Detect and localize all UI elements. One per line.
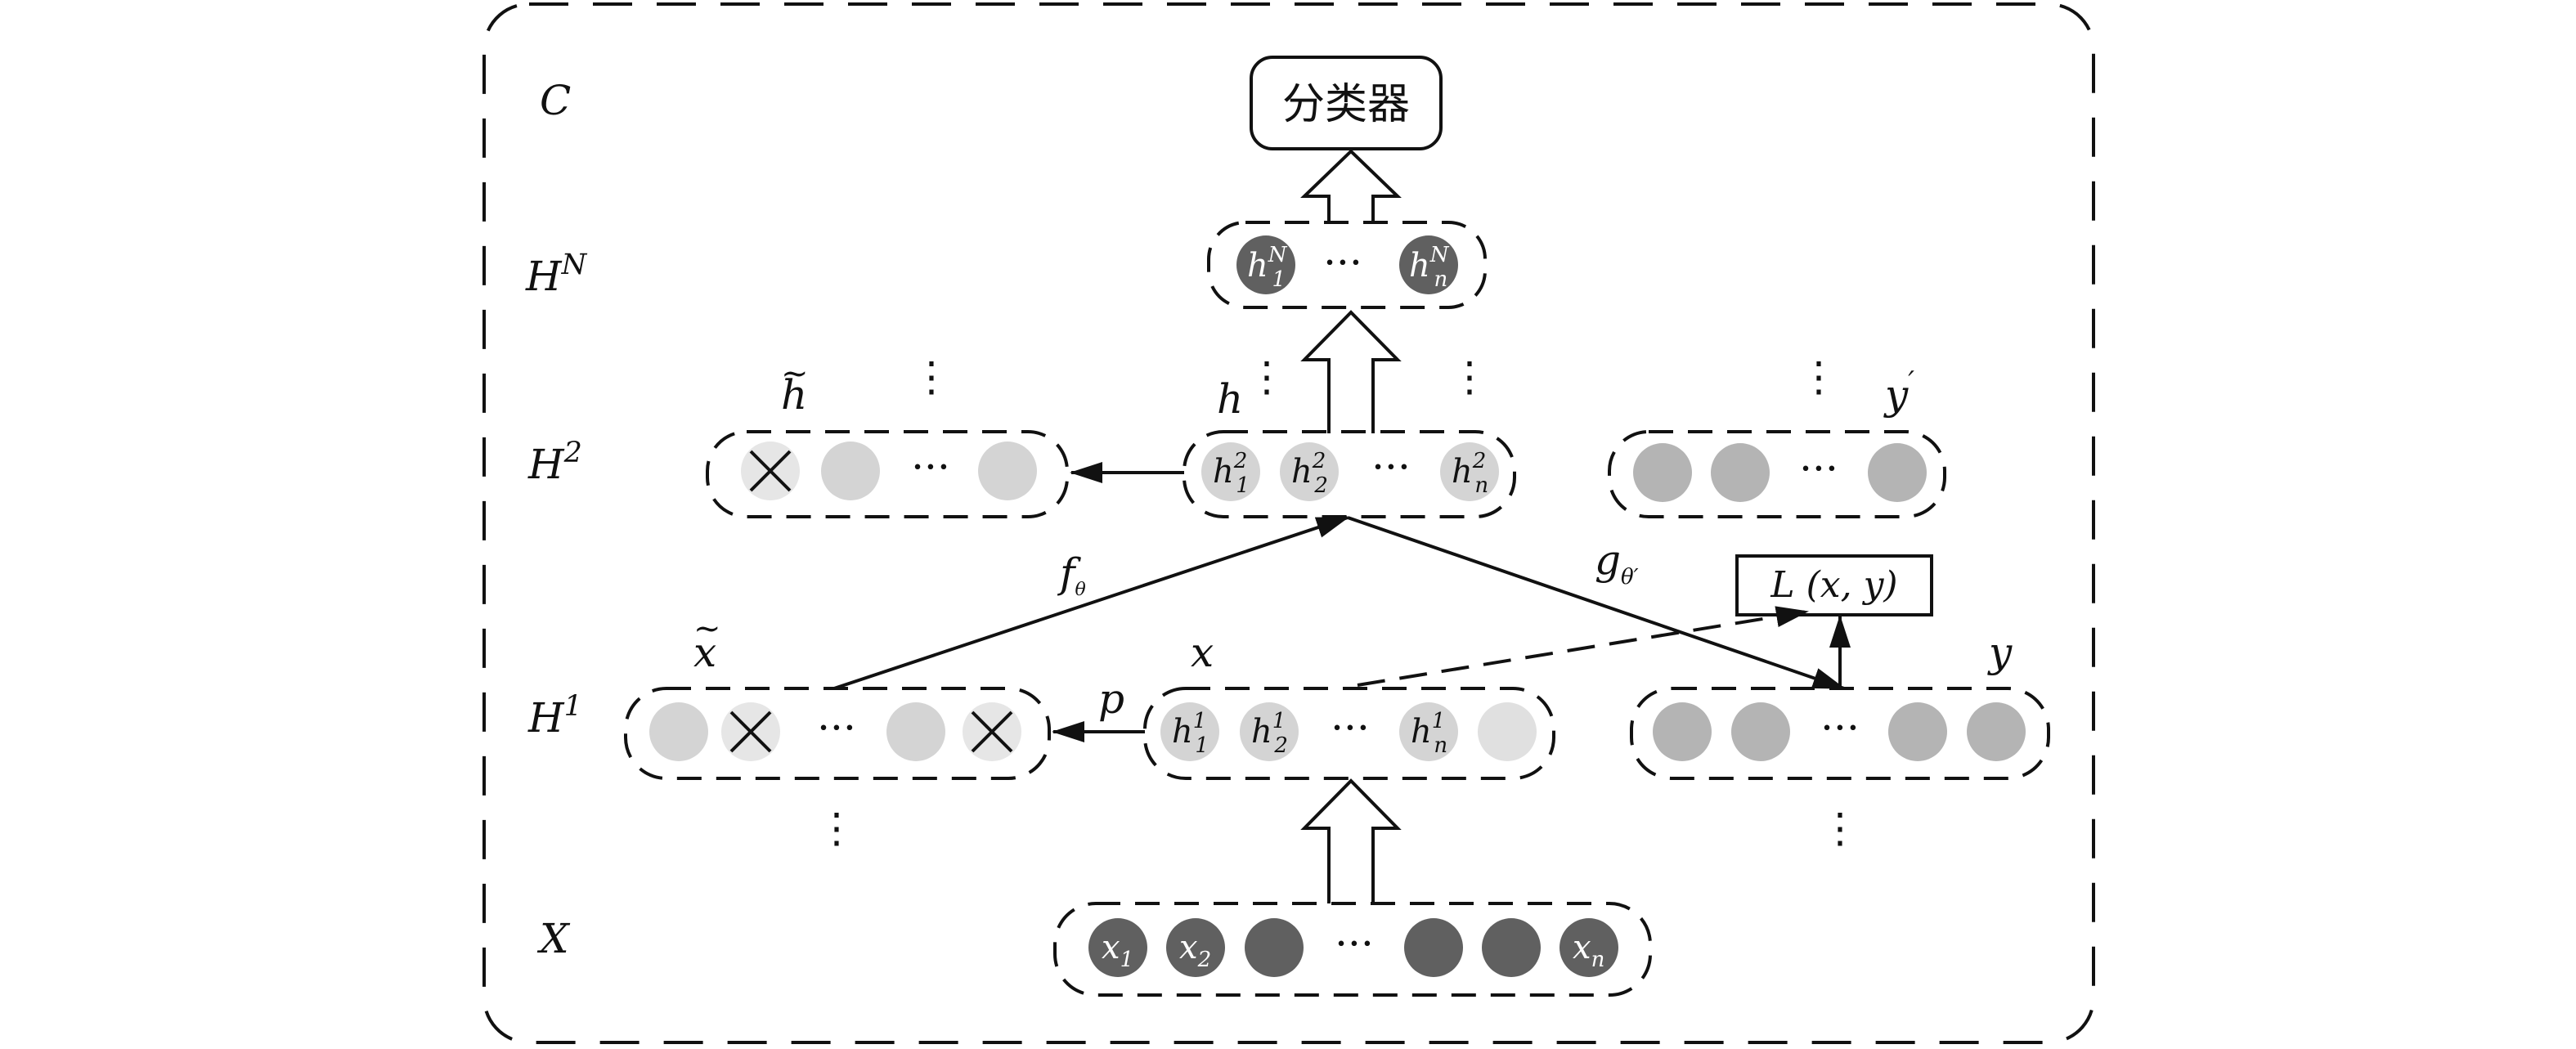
cross-icon-b [729, 711, 772, 753]
y-prime-node-1 [1633, 443, 1692, 502]
hollow-arrow-hn-to-classifier [1300, 149, 1402, 222]
y-node-n [1967, 702, 2026, 761]
loss-label: L (x, y) [1770, 564, 1897, 606]
hn-vector-box [1207, 221, 1487, 309]
x-node-2-label: x2 [1179, 929, 1211, 972]
vdots-h-right: ⋮ [1449, 353, 1490, 401]
h-tilde-vector-box [706, 430, 1069, 518]
arrow-f-theta [833, 516, 1349, 690]
h-tilde-node-n [978, 442, 1037, 500]
x-node-n-label: xn [1573, 929, 1604, 972]
layer-label-h2: H2 [527, 437, 582, 488]
y-prime-node-n [1868, 443, 1927, 502]
y-vector-box [1630, 687, 2050, 780]
cross-icon-b [971, 711, 1013, 753]
x-node-3 [1245, 918, 1304, 977]
y-prime-node-2 [1711, 443, 1770, 502]
arrow-g-theta-prime [1347, 516, 1846, 690]
x-node-1 [1088, 918, 1147, 977]
hollow-arrow-x-to-h1 [1300, 778, 1402, 903]
hn-node-n [1399, 235, 1458, 294]
hn-node-1 [1236, 235, 1295, 294]
label-h: h [1217, 375, 1243, 423]
y-prime-ellipsis: ··· [1799, 445, 1838, 492]
x-tilde-node-3 [886, 702, 945, 761]
h1-node-2 [1240, 702, 1299, 761]
x-node-2 [1166, 918, 1225, 977]
x-input-box [1053, 902, 1652, 997]
classifier-label: 分类器 [1282, 80, 1410, 129]
x-node-n [1560, 918, 1618, 977]
label-p: p [1098, 675, 1124, 723]
label-x: x [1191, 629, 1214, 676]
label-y: y [1987, 629, 2013, 676]
h2-node-2 [1280, 442, 1339, 501]
layer-label-c: C [540, 77, 571, 124]
vdots-h-left: ⋮ [1246, 353, 1287, 401]
y-node-3 [1888, 702, 1947, 761]
h1-node-n [1399, 702, 1458, 761]
label-x-tilde: x [693, 629, 716, 676]
cross-icon-b [749, 450, 792, 492]
x-node-4 [1404, 918, 1463, 977]
x-vector-box [1143, 687, 1555, 780]
x-tilde-node-1 [649, 702, 708, 761]
x-node-5 [1482, 918, 1541, 977]
hollow-arrow-h2-to-hn [1300, 310, 1402, 433]
h2-ellipsis: ··· [1371, 443, 1411, 491]
loss-box [1735, 554, 1933, 616]
label-y-prime: y′ [1883, 365, 1914, 419]
layer-label-h1: H1 [527, 690, 582, 742]
tilde-h-tilde: ~ [781, 355, 809, 392]
label-h-tilde: h [781, 371, 807, 419]
hn-ellipsis: ··· [1323, 239, 1362, 286]
y-prime-vector-box [1608, 430, 1946, 518]
y-node-1 [1653, 702, 1712, 761]
h-tilde-node-2 [821, 442, 880, 500]
y-ellipsis: ··· [1820, 704, 1860, 751]
x-tilde-vector-box [624, 687, 1051, 780]
vdots-y-prime: ⋮ [1798, 353, 1839, 401]
h1-node-1 [1160, 702, 1219, 761]
label-f-theta: fθ [1057, 549, 1086, 600]
layer-label-hn: HN [525, 249, 588, 300]
label-g-theta-prime: gθ′ [1595, 536, 1639, 590]
classifier-box [1250, 56, 1443, 150]
h1-ellipsis: ··· [1331, 704, 1370, 751]
h-vector-box [1183, 430, 1516, 518]
x-tilde-ellipsis: ··· [817, 704, 856, 751]
dashed-arrow-x-to-loss [1357, 606, 1809, 687]
h2-node-1 [1201, 442, 1260, 501]
vdots-y-below: ⋮ [1820, 805, 1860, 852]
vdots-h-tilde: ⋮ [911, 353, 952, 401]
h1-node-bias [1478, 702, 1537, 761]
h-tilde-ellipsis: ··· [911, 443, 950, 491]
y-node-2 [1731, 702, 1790, 761]
tilde-x-tilde: ~ [693, 610, 721, 648]
outer-frame [482, 2, 2095, 1044]
x-node-1-label: x1 [1102, 929, 1133, 972]
layer-label-x: X [536, 915, 571, 962]
x-ellipsis: ··· [1335, 920, 1374, 967]
vdots-x-tilde-below: ⋮ [816, 805, 857, 852]
h2-node-n [1440, 442, 1499, 501]
